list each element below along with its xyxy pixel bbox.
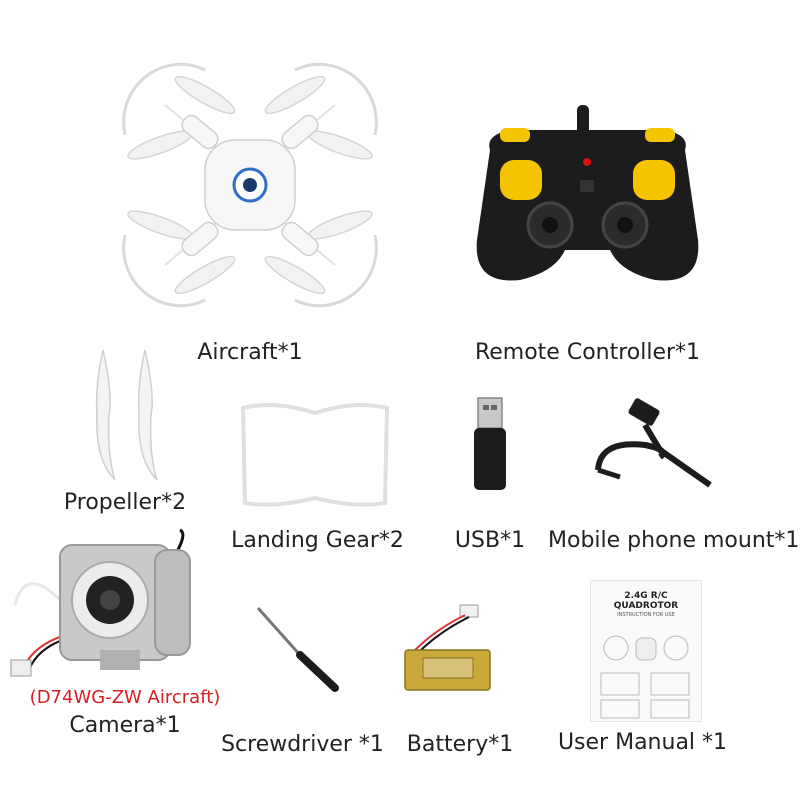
screwdriver-image (250, 600, 345, 695)
manual-title: 2.4G R/C QUADROTOR (613, 591, 679, 611)
propeller-label: Propeller*2 (63, 490, 187, 515)
landing-gear-label: Landing Gear*2 (231, 528, 404, 553)
user-manual-label: User Manual *1 (557, 730, 728, 755)
battery-label: Battery*1 (406, 732, 514, 757)
camera-image (5, 525, 205, 695)
user-manual-image: 2.4G R/C QUADROTOR INSTRUCTION FOR USE (590, 580, 702, 722)
manual-subtitle: INSTRUCTION FOR USE (617, 612, 675, 618)
phone-mount-label: Mobile phone mount*1 (548, 528, 800, 553)
aircraft-label: Aircraft*1 (197, 340, 303, 365)
remote-controller-label: Remote Controller*1 (474, 340, 701, 365)
battery-image (395, 600, 495, 700)
camera-label: Camera*1 (69, 713, 181, 738)
camera-model-note: (D74WG-ZW Aircraft) (29, 687, 221, 708)
propeller-image (85, 345, 175, 485)
aircraft-image (105, 45, 395, 325)
phone-mount-image (590, 395, 720, 495)
usb-image (470, 395, 510, 495)
landing-gear-image (235, 398, 395, 513)
remote-controller-image (470, 100, 705, 290)
screwdriver-label: Screwdriver *1 (221, 732, 384, 757)
usb-label: USB*1 (454, 528, 526, 553)
